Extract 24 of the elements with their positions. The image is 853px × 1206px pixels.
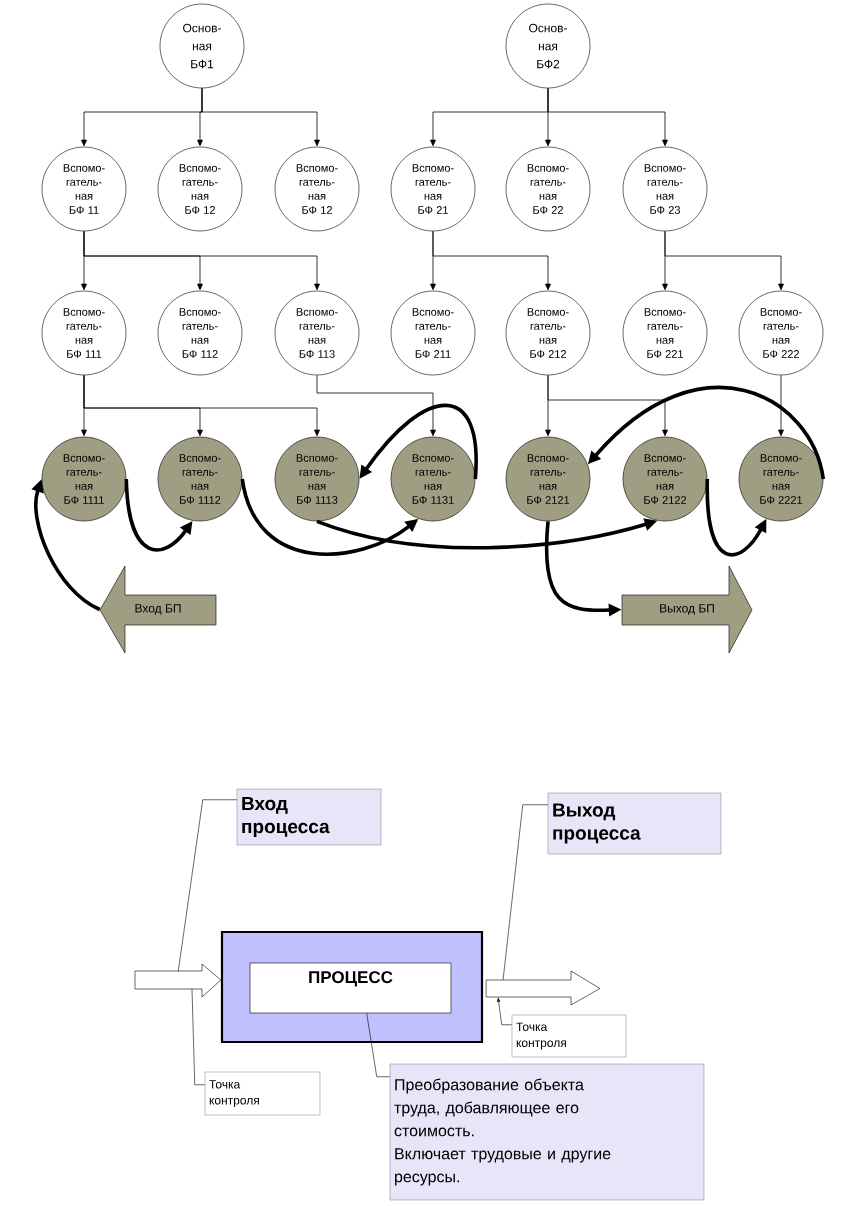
arrow bbox=[201, 87, 320, 147]
arrow bbox=[547, 374, 668, 437]
leader-line bbox=[502, 804, 549, 981]
flow-arrow bbox=[124, 478, 193, 552]
flow-arrow bbox=[359, 403, 478, 480]
note-box: Выход процесса bbox=[547, 792, 722, 855]
leader-line bbox=[366, 1013, 391, 1078]
arrow bbox=[778, 374, 784, 437]
arrow bbox=[83, 374, 320, 437]
note-box: Точка контроля bbox=[204, 1071, 321, 1116]
block-arrow bbox=[134, 963, 222, 998]
note-box: Преобразование объекта труда, добавляющее его стоимость. Включает трудовые и другие ресурсы. bbox=[389, 1063, 705, 1201]
leader-line bbox=[191, 988, 206, 1086]
arrow bbox=[432, 230, 551, 291]
process-label-box: ПРОЦЕСС bbox=[249, 962, 452, 1014]
arrow bbox=[83, 230, 320, 291]
arrow bbox=[316, 374, 436, 437]
arrow bbox=[547, 87, 668, 147]
flow-arrow bbox=[705, 479, 767, 557]
leader-line bbox=[497, 997, 513, 1026]
note-box: Вход процесса bbox=[236, 788, 382, 846]
arrow bbox=[664, 230, 784, 291]
note-box: Точка контроля bbox=[511, 1014, 627, 1058]
block-arrow bbox=[485, 970, 601, 1006]
